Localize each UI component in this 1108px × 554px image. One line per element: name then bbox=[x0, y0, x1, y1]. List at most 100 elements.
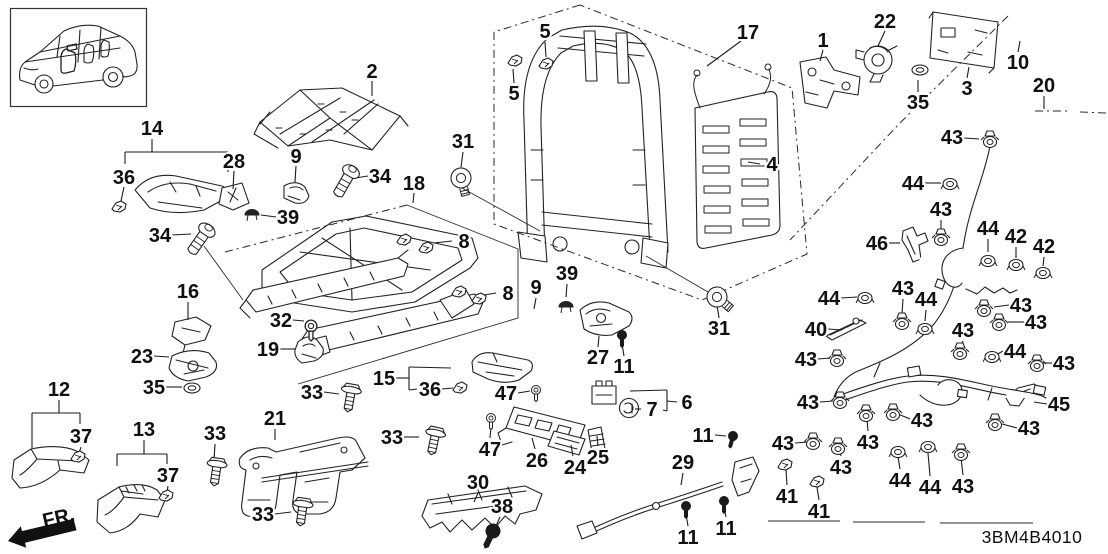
part-label-44: 44 bbox=[902, 173, 925, 195]
boundary-dashed bbox=[493, 4, 808, 301]
bolt-33 bbox=[203, 456, 229, 488]
leader-line bbox=[840, 296, 858, 299]
part-label-47: 47 bbox=[495, 383, 517, 405]
leader-line bbox=[408, 366, 452, 369]
screw-34 bbox=[182, 219, 219, 259]
part-label-38: 38 bbox=[491, 496, 513, 518]
harness-bracket-46 bbox=[901, 226, 929, 263]
boundary-line bbox=[461, 187, 541, 232]
part-label-30: 30 bbox=[467, 472, 489, 494]
part-label-6: 6 bbox=[681, 392, 692, 414]
part-label-14: 14 bbox=[141, 118, 164, 140]
part-label-41: 41 bbox=[808, 501, 830, 523]
switch-24 bbox=[547, 430, 586, 456]
part-label-42: 42 bbox=[1005, 226, 1027, 248]
leader-line bbox=[877, 30, 886, 47]
seat-cushion-frame-18 bbox=[239, 215, 485, 361]
sensor-bracket-1 bbox=[799, 56, 861, 109]
part-label-40: 40 bbox=[805, 319, 827, 341]
clip-43 bbox=[1027, 354, 1047, 373]
part-label-44: 44 bbox=[915, 289, 938, 311]
leader-line bbox=[816, 486, 820, 501]
recline-cable-29 bbox=[576, 456, 760, 540]
part-label-10: 10 bbox=[1007, 52, 1029, 74]
clip-43 bbox=[974, 299, 994, 318]
harness-guide-40 bbox=[825, 317, 867, 341]
clip-36 bbox=[452, 381, 468, 394]
leader-line bbox=[714, 434, 727, 437]
leader-lines bbox=[31, 30, 1052, 527]
part-label-17: 17 bbox=[737, 22, 759, 44]
part-label-45: 45 bbox=[1048, 394, 1070, 416]
part-label-11: 11 bbox=[613, 356, 634, 378]
clip-43 bbox=[985, 413, 1005, 432]
leader-line bbox=[1042, 256, 1045, 267]
nut-44 bbox=[978, 254, 998, 268]
part-label-19: 19 bbox=[257, 339, 279, 361]
part-label-12: 12 bbox=[48, 379, 70, 401]
leader-line bbox=[533, 297, 537, 310]
part-label-44: 44 bbox=[1004, 341, 1027, 363]
boundary-dashed bbox=[789, 15, 1009, 241]
clip-41 bbox=[809, 475, 825, 488]
seat-position-sensor-22 bbox=[855, 45, 898, 83]
screw-11 bbox=[681, 501, 691, 519]
leader-line bbox=[1001, 423, 1018, 429]
part-label-22: 22 bbox=[874, 11, 896, 33]
front-crossmember-21 bbox=[238, 436, 369, 519]
clip-43 bbox=[950, 342, 970, 361]
part-label-43: 43 bbox=[892, 278, 914, 300]
part-label-4: 4 bbox=[766, 154, 778, 176]
clip-5 bbox=[507, 54, 523, 67]
leader-line bbox=[408, 388, 418, 391]
part-label-3: 3 bbox=[961, 78, 972, 100]
part-label-18: 18 bbox=[403, 173, 425, 195]
seatback-frame bbox=[517, 25, 669, 269]
clip-43 bbox=[856, 404, 876, 423]
leader-line bbox=[531, 437, 536, 450]
clip-43 bbox=[828, 437, 848, 456]
bracket-28 bbox=[218, 182, 250, 211]
leader-line bbox=[1033, 401, 1048, 405]
leader-line bbox=[565, 283, 568, 298]
part-label-43: 43 bbox=[772, 433, 794, 455]
latch-plate-23 bbox=[168, 350, 218, 382]
part-label-26: 26 bbox=[526, 450, 548, 472]
part-label-33: 33 bbox=[204, 423, 226, 445]
part-label-43: 43 bbox=[952, 320, 974, 342]
boundary-dashed bbox=[1079, 111, 1107, 114]
part-label-35: 35 bbox=[907, 92, 929, 114]
leader-line bbox=[441, 387, 454, 390]
recliner-cover-27 bbox=[579, 301, 633, 336]
part-label-43: 43 bbox=[1053, 353, 1075, 375]
screw-11 bbox=[724, 429, 740, 450]
part-label-44: 44 bbox=[818, 288, 841, 310]
part-label-16: 16 bbox=[177, 281, 199, 303]
part-label-34: 34 bbox=[149, 225, 172, 247]
part-label-11: 11 bbox=[692, 425, 713, 447]
leader-line bbox=[323, 391, 340, 395]
cap-39 bbox=[558, 301, 574, 314]
part-label-35: 35 bbox=[143, 377, 165, 399]
diagram-code: 3BM4B4010 bbox=[982, 527, 1083, 547]
clip-42 bbox=[1033, 266, 1053, 280]
part-label-9: 9 bbox=[290, 146, 301, 168]
part-label-2: 2 bbox=[366, 61, 377, 83]
leader-line bbox=[412, 192, 415, 204]
part-label-8: 8 bbox=[458, 231, 469, 253]
part-label-11: 11 bbox=[677, 527, 698, 549]
leader-line bbox=[294, 165, 297, 183]
cable-clamp-9-upper bbox=[283, 182, 310, 204]
leader-line bbox=[794, 441, 809, 444]
part-label-20: 20 bbox=[1033, 75, 1055, 97]
car-locator-inset bbox=[9, 7, 148, 108]
leader-line bbox=[785, 469, 788, 486]
seat-cover-12 bbox=[11, 446, 90, 489]
armrest-bracket-14 bbox=[134, 174, 229, 214]
clip-43 bbox=[989, 313, 1009, 332]
leader-line bbox=[260, 214, 277, 218]
part-label-43: 43 bbox=[797, 392, 819, 414]
part-label-25: 25 bbox=[587, 447, 609, 469]
nut-44 bbox=[918, 440, 938, 454]
boundary-line bbox=[645, 255, 709, 293]
